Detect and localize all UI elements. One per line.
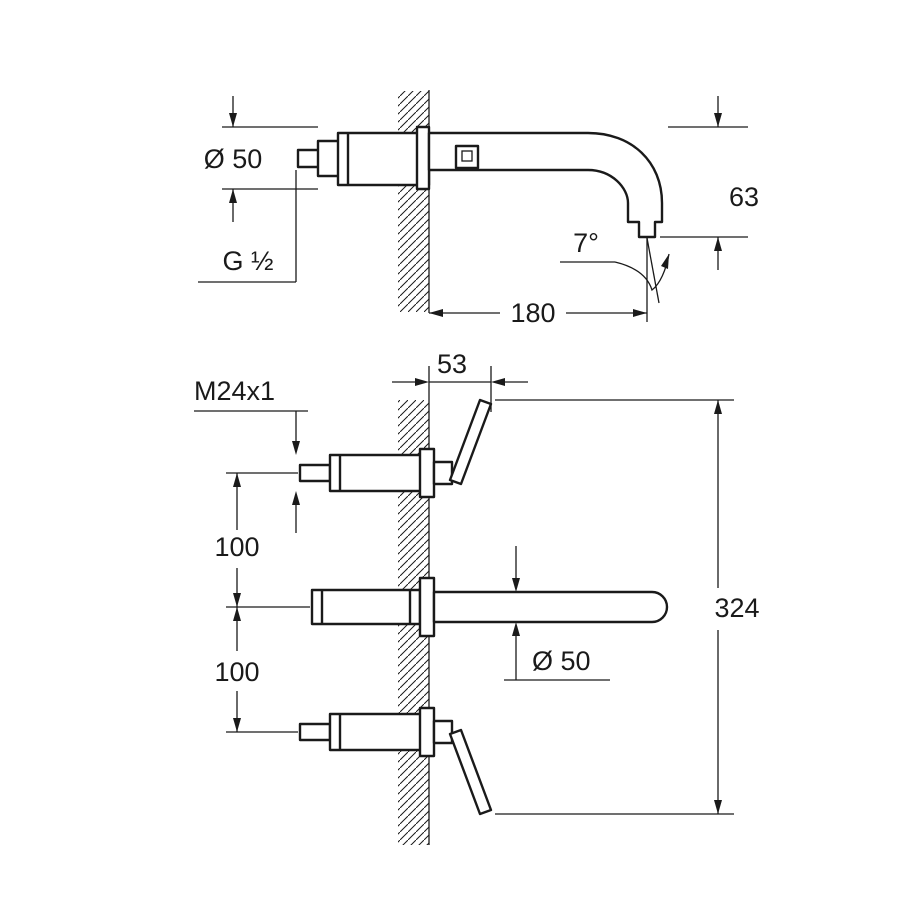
spout-diameter-label: Ø 50: [532, 646, 591, 676]
dimension-hole-spacing: 100 100: [214, 472, 310, 733]
arrowhead: [714, 237, 722, 251]
annotation-spout-angle: 7°: [560, 228, 670, 322]
dimension-rosette-diameter: Ø 50: [204, 96, 318, 222]
arrowhead: [714, 400, 722, 414]
center-spout: [310, 576, 669, 638]
handle-hub: [432, 719, 454, 745]
arrowhead: [415, 378, 429, 386]
spout-side-profile: [296, 125, 664, 239]
arrowhead: [229, 189, 237, 203]
spacing-lower-label: 100: [214, 657, 259, 687]
spout-escutcheon: [418, 576, 436, 638]
upper-handle: [298, 398, 493, 499]
handle-body: [328, 453, 424, 493]
arrowhead: [292, 441, 300, 455]
arrowhead: [633, 309, 647, 317]
handle-escutcheon: [418, 706, 436, 758]
dimension-spout-height: 63: [660, 96, 759, 270]
arrowhead: [233, 593, 241, 607]
dimension-projection: 180: [429, 298, 647, 328]
inlet-thread-label: G ½: [222, 246, 273, 276]
arrowhead: [714, 800, 722, 814]
front-view-figure: M24x1 53 100: [194, 349, 760, 845]
handle-pipe: [298, 463, 332, 483]
arrowhead: [233, 718, 241, 732]
arrowhead: [512, 622, 520, 636]
rosette-diameter-label: Ø 50: [204, 144, 263, 174]
arrowhead: [233, 607, 241, 621]
spout-height-label: 63: [729, 182, 759, 212]
set-screw-housing: [454, 144, 480, 170]
handle-lever: [448, 728, 493, 816]
arrowhead: [233, 473, 241, 487]
side-view-figure: Ø 50 G ½ 63 7°: [198, 90, 759, 328]
handle-thread-label: M24x1: [194, 376, 275, 406]
label-inlet-thread: G ½: [198, 170, 297, 283]
handle-escutcheon: [418, 447, 436, 499]
lower-handle: [298, 706, 493, 816]
concealed-body: [336, 131, 431, 187]
arrowhead: [429, 309, 443, 317]
wall-hatch: [398, 91, 429, 312]
dimension-overall-height: 324: [495, 399, 760, 815]
arrowhead: [661, 254, 669, 269]
handle-offset-label: 53: [437, 349, 467, 379]
spout-front-tube: [432, 590, 669, 624]
arrowhead: [292, 491, 300, 505]
arrowhead: [714, 113, 722, 127]
spacing-upper-label: 100: [214, 532, 259, 562]
dimension-spout-diameter: Ø 50: [504, 546, 610, 681]
connector-block: [316, 139, 342, 178]
rosette: [415, 125, 431, 191]
handle-body: [328, 712, 424, 752]
wall-section-top: [398, 90, 430, 313]
spout-tube: [427, 131, 664, 239]
projection-label: 180: [510, 298, 555, 328]
set-screw: [461, 150, 473, 162]
spout-angle-label: 7°: [573, 228, 599, 258]
label-handle-thread: M24x1: [194, 376, 308, 533]
handle-lever: [448, 398, 493, 486]
angle-arc: [614, 253, 670, 292]
arrowhead: [491, 378, 505, 386]
arrowhead: [512, 578, 520, 592]
dimension-handle-offset: 53: [392, 349, 528, 412]
arrowhead: [229, 113, 237, 127]
angle-tilted-line: [646, 237, 660, 304]
spout-body: [310, 588, 422, 626]
overall-height-label: 324: [714, 593, 759, 623]
handle-pipe: [298, 722, 332, 742]
